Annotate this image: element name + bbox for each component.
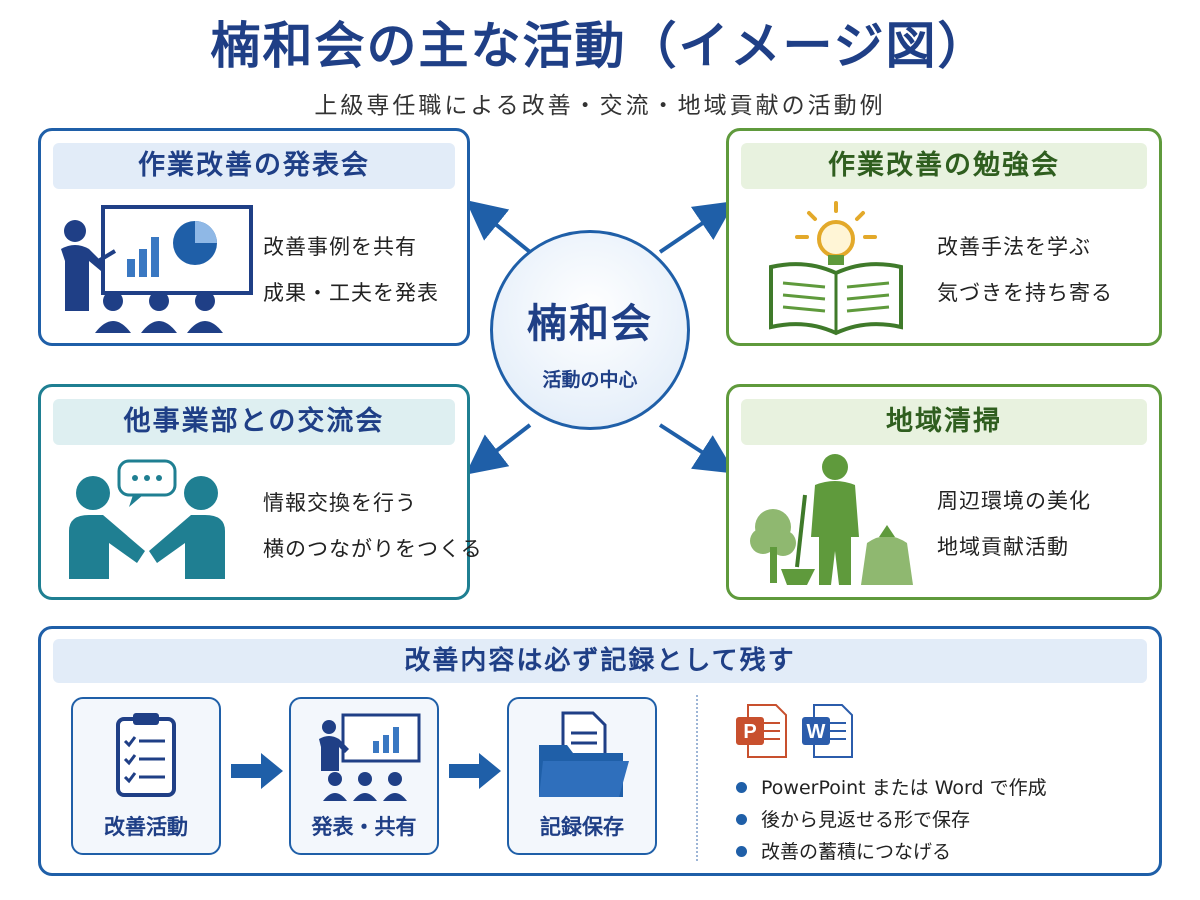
card-cleanup: 地域清掃 周辺環境の美化 地域貢献活動 [726, 384, 1162, 600]
card-exchange: 他事業部との交流会 情報交換を行う 横のつながりをつくる [38, 384, 482, 600]
page-title: 楠和会の主な活動（イメージ図） [210, 17, 990, 75]
handshake-icon [69, 459, 225, 579]
word-icon-letter: W [807, 721, 826, 743]
record-bullet-1: PowerPoint または Word で作成 [736, 773, 1047, 800]
folder-document-icon [539, 711, 629, 797]
presenter-audience-icon [319, 713, 421, 801]
record-bullet-2: 後から見返せる形で保存 [736, 805, 970, 832]
record-bullet-3-text: 改善の蓄積につなげる [761, 841, 952, 863]
card-presentation-line-1: 改善事例を共有 [263, 235, 417, 259]
powerpoint-icon-letter: P [743, 721, 756, 743]
card-study-title: 作業改善の勉強会 [741, 143, 1147, 189]
card-cleanup-line-2: 地域貢献活動 [937, 535, 1069, 559]
record-section: 改善内容は必ず記録として残す 改善活動 [38, 626, 1162, 876]
record-title: 改善内容は必ず記録として残す [53, 639, 1147, 683]
card-presentation: 作業改善の発表会 改善事例を共有 成果・工夫を発表 [38, 128, 470, 346]
flow-arrow-1 [231, 753, 283, 789]
card-cleanup-title: 地域清掃 [741, 399, 1147, 445]
card-study: 作業改善の勉強会 改善手法を学ぶ 気づきを持ち寄る [726, 128, 1162, 346]
card-cleanup-line-1: 周辺環境の美化 [937, 489, 1091, 513]
connector-arrows [465, 199, 736, 475]
flow-arrow-2 [449, 753, 501, 789]
presenter-icon [61, 205, 253, 333]
step-improvement-activity-label: 改善活動 [104, 815, 188, 839]
clipboard-checklist-icon [116, 713, 176, 797]
record-divider [696, 695, 698, 861]
card-presentation-line-2: 成果・工夫を発表 [263, 281, 439, 305]
arrow-to-exchange [465, 423, 532, 475]
card-study-line-1: 改善手法を学ぶ [937, 235, 1091, 259]
step-improvement-activity: 改善活動 [71, 697, 221, 855]
cleanup-person-icon [750, 454, 913, 585]
step-record-storage: 記録保存 [507, 697, 657, 855]
arrow-to-cleanup [658, 423, 736, 474]
card-study-line-2: 気づきを持ち寄る [937, 281, 1113, 305]
arrow-to-presentation [465, 199, 532, 254]
step-presentation-share: 発表・共有 [289, 697, 439, 855]
record-bullet-2-text: 後から見返せる形で保存 [761, 809, 971, 831]
center-circle: 楠和会 活動の中心 [490, 230, 690, 430]
bullet-dot [736, 846, 747, 857]
card-presentation-title: 作業改善の発表会 [53, 143, 455, 189]
step-record-storage-label: 記録保存 [540, 815, 624, 839]
card-exchange-title: 他事業部との交流会 [53, 399, 455, 445]
book-lightbulb-icon [769, 201, 903, 336]
center-name: 楠和会 [527, 301, 653, 347]
record-bullet-3: 改善の蓄積につなげる [736, 837, 951, 864]
arrow-to-study [658, 201, 736, 254]
step-presentation-share-label: 発表・共有 [311, 815, 417, 839]
card-exchange-line-2: 横のつながりをつくる [263, 537, 483, 561]
record-bullet-1-text: PowerPoint または Word で作成 [761, 777, 1047, 799]
powerpoint-icon: P [736, 704, 787, 758]
center-subtitle: 活動の中心 [542, 369, 638, 391]
page-subtitle: 上級専任職による改善・交流・地域貢献の活動例 [314, 93, 886, 119]
word-icon: W [802, 704, 853, 758]
bullet-dot [736, 782, 747, 793]
card-exchange-line-1: 情報交換を行う [263, 491, 417, 515]
bullet-dot [736, 814, 747, 825]
